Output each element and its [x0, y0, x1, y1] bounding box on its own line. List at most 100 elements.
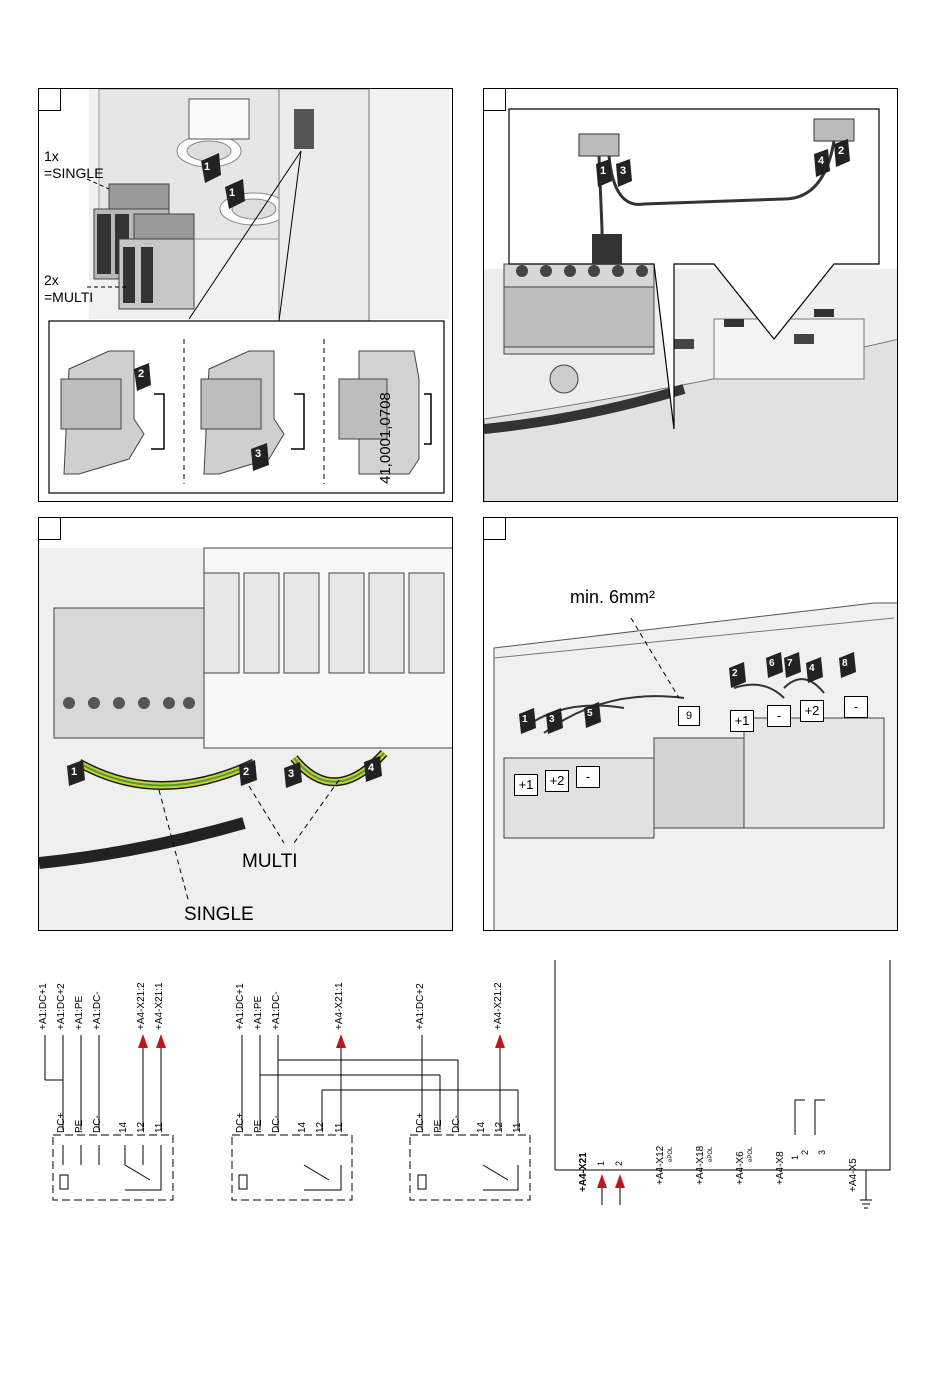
- g2-term-12: 12: [315, 1121, 326, 1133]
- g1-top-dc1: +A1:DC+1: [38, 983, 49, 1030]
- connector-x21: +A4-X21: [578, 1152, 589, 1192]
- multi-label: =MULTI: [44, 289, 94, 305]
- panel-corner-marker: [39, 89, 61, 111]
- g2-term-11: 11: [334, 1122, 345, 1133]
- panel-spd-selection: 1x =SINGLE 2x =MULTI 41,0001,0708 1 1 2 …: [38, 88, 453, 502]
- connector-x5: +A4-X5: [848, 1158, 859, 1192]
- g3-term-pe: PE: [433, 1119, 444, 1133]
- g3-term-dcp: DC+: [415, 1112, 426, 1133]
- connector-x6-sub: ePOL: [748, 1146, 754, 1162]
- panel-wire-connection: 1 3 4 2: [483, 88, 898, 502]
- schematic-group-3: [409, 1035, 531, 1201]
- g3-top-dc2: +A1:DC+2: [415, 983, 426, 1030]
- g3-term-11: 11: [512, 1122, 523, 1133]
- g2-term-dcp: DC+: [235, 1112, 246, 1133]
- step-1-a: 1: [204, 161, 211, 173]
- multi-label: MULTI: [242, 851, 298, 872]
- step-1: 1: [71, 766, 78, 778]
- connector-x18: +A4-X18: [695, 1145, 706, 1185]
- step-4: 4: [368, 762, 375, 774]
- single-count: 1x: [44, 148, 59, 164]
- g2-top-pe: +A1:PE: [253, 995, 264, 1030]
- g1-term-dcm: DC-: [92, 1115, 103, 1133]
- g1-top-pe: +A1:PE: [74, 995, 85, 1030]
- minus-left-box: -: [576, 766, 600, 788]
- step-3: 3: [288, 768, 295, 780]
- step-1-b: 1: [229, 187, 236, 199]
- schematic-group-1: [44, 1035, 174, 1201]
- schematic-group-2: [231, 1035, 518, 1201]
- part-number: 41,0001,0708: [377, 392, 394, 484]
- g2-top-x211: +A4-X21:1: [334, 982, 345, 1030]
- cross-section-label: min. 6mm²: [570, 587, 655, 607]
- red-arrows: [138, 1034, 625, 1188]
- dc-wiring-illustration: [493, 602, 897, 930]
- spd-module-remove-step2: [60, 350, 165, 475]
- panel-corner-marker: [484, 89, 506, 111]
- g1-term-12: 12: [136, 1121, 147, 1133]
- g1-top-x211: +A4-X21:1: [154, 982, 165, 1030]
- step-3: 3: [620, 165, 627, 177]
- step-2: 2: [732, 668, 738, 679]
- connector-x6: +A4-X6: [735, 1151, 746, 1185]
- g2-top-dc1: +A1:DC+1: [235, 983, 246, 1030]
- step-4: 4: [818, 155, 825, 167]
- step-3: 3: [549, 714, 555, 725]
- x8-pin-1: 1: [790, 1154, 800, 1160]
- step-4: 4: [809, 663, 815, 674]
- multi-count: 2x: [44, 272, 59, 288]
- g1-term-14: 14: [118, 1121, 129, 1133]
- plus2-left-box: +2: [545, 770, 569, 792]
- g3-term-12: 12: [494, 1121, 505, 1133]
- plus1-right-box: +1: [730, 710, 754, 732]
- minus-right-box: -: [767, 705, 791, 727]
- g3-term-dcm: DC-: [451, 1115, 462, 1133]
- x21-pin-2: 2: [614, 1160, 624, 1166]
- connector-x12: +A4-X12: [655, 1145, 666, 1185]
- g3-top-x212: +A4-X21:2: [493, 982, 504, 1030]
- g2-term-dcm: DC-: [271, 1115, 282, 1133]
- g1-term-dcp: DC+: [56, 1112, 67, 1133]
- g2-term-pe: PE: [253, 1119, 264, 1133]
- step-1: 1: [600, 165, 607, 177]
- g2-top-dcm: +A1:DC-: [271, 991, 282, 1030]
- step-8: 8: [842, 658, 848, 669]
- g1-top-x212: +A4-X21:2: [136, 982, 147, 1030]
- terminal-9-box: 9: [678, 706, 700, 726]
- schematic-diagram: [44, 960, 891, 1209]
- single-label: =SINGLE: [44, 165, 104, 181]
- spd-module-remove-step3: [200, 350, 305, 475]
- step-7: 7: [787, 658, 793, 669]
- x21-pin-1: 1: [596, 1160, 606, 1166]
- inverter-connector-box: [554, 960, 891, 1209]
- step-2: 2: [838, 145, 845, 157]
- pe-bridge-illustration: [39, 547, 452, 930]
- g1-top-dc2: +A1:DC+2: [56, 983, 67, 1030]
- g1-term-pe: PE: [74, 1119, 85, 1133]
- panel-pe-bridges: MULTI SINGLE 1 2 3 4: [38, 517, 453, 931]
- wire-connection-illustration: [484, 108, 897, 501]
- step-2: 2: [138, 368, 145, 380]
- g1-top-dcm: +A1:DC-: [92, 991, 103, 1030]
- plus2-right-box: +2: [800, 700, 824, 722]
- panel-dc-wiring: min. 6mm² 9 +1 - +2 - +1 +2 - 1 3 5 2 6 …: [483, 517, 898, 931]
- plus1-left-box: +1: [514, 774, 538, 796]
- connector-x18-sub: ePOL: [708, 1146, 714, 1162]
- step-5: 5: [587, 708, 593, 719]
- single-label: SINGLE: [184, 904, 254, 925]
- step-2: 2: [243, 766, 250, 778]
- step-6: 6: [769, 658, 775, 669]
- x8-pin-2: 2: [800, 1149, 810, 1155]
- spd-selection-illustration: [48, 89, 449, 494]
- g3-term-14: 14: [476, 1121, 487, 1133]
- g1-term-11: 11: [154, 1122, 165, 1133]
- panel-corner-marker: [39, 518, 61, 540]
- step-3: 3: [255, 448, 262, 460]
- g2-term-14: 14: [297, 1121, 308, 1133]
- minus-far-right-box: -: [844, 696, 868, 718]
- connector-x12-sub: ePOL: [668, 1146, 674, 1162]
- panel-corner-marker: [484, 518, 506, 540]
- spd-module-part-label: [338, 350, 432, 475]
- step-1: 1: [522, 714, 528, 725]
- connector-x8: +A4-X8: [775, 1151, 786, 1185]
